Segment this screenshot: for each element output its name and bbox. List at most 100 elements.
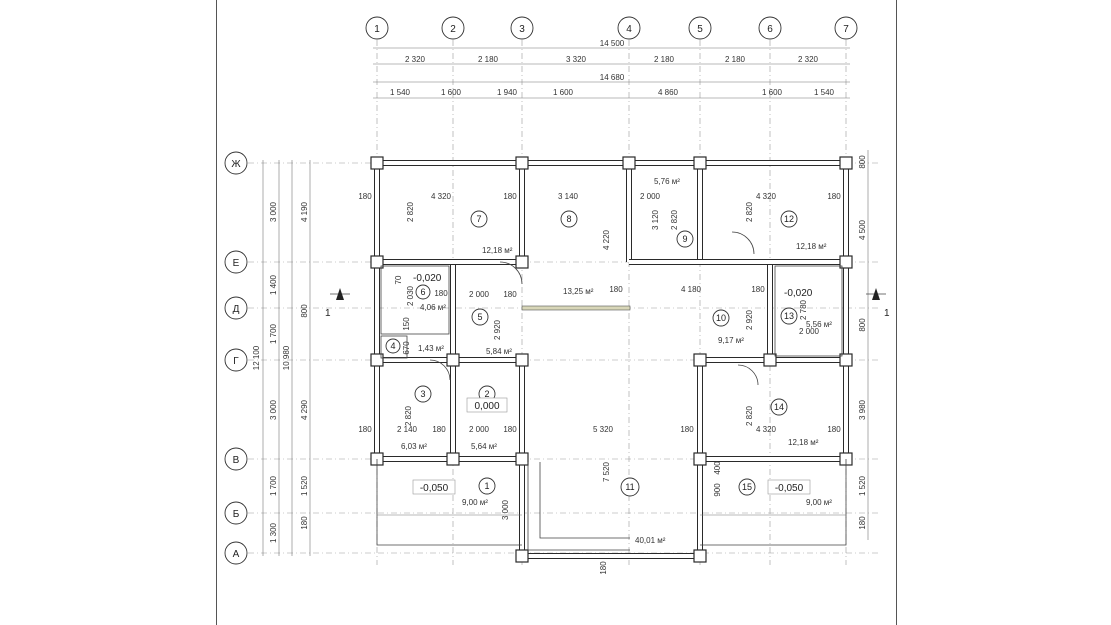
- dim-r8-w: 3 140: [558, 192, 579, 201]
- room-5-number: 5: [477, 312, 482, 322]
- room-15-number: 15: [742, 482, 752, 492]
- dim-r10-w: 4 180: [681, 285, 702, 294]
- dim-left-col1-5: 1 700: [269, 475, 278, 496]
- room-11-number: 11: [625, 482, 634, 492]
- dim-left-col1-3: 1 700: [269, 323, 278, 344]
- room-7-area: 12,18 м²: [482, 246, 513, 255]
- room-2-number: 2: [484, 389, 489, 399]
- room-7-number: 7: [476, 214, 481, 224]
- room-1-number: 1: [484, 481, 489, 491]
- dim-r5-w: 2 000: [469, 290, 490, 299]
- room-3-area: 6,03 м²: [401, 442, 427, 451]
- dim-row1-4: 2 180: [654, 55, 675, 64]
- dim-wall-left-top: 180: [358, 192, 372, 201]
- dim-left-col2-4: 1 520: [300, 475, 309, 496]
- dim-row2-6: 1 600: [762, 88, 783, 97]
- dim-r13-w: 2 000: [799, 327, 820, 336]
- room-5-area: 5,84 м²: [486, 347, 512, 356]
- axis-label-e: Е: [233, 258, 240, 269]
- dim-r3-w: 2 140: [397, 425, 418, 434]
- room-8-area: 13,25 м²: [563, 287, 594, 296]
- dim-r10-h: 2 920: [745, 309, 754, 330]
- axis-label-3: 3: [519, 24, 525, 35]
- dim-right-5: 1 520: [858, 475, 867, 496]
- dim-r14-h: 2 820: [745, 405, 754, 426]
- dim-overall-1: 14 500: [600, 39, 625, 48]
- dim-r3-h: 2 820: [404, 405, 413, 426]
- room-13-level: -0,020: [784, 288, 813, 299]
- room-6-number: 6: [420, 287, 425, 297]
- axis-bubbles-left: Ж Е Д Г В Б А: [224, 151, 248, 565]
- dim-wall-left-bottom: 180: [358, 425, 372, 434]
- axis-label-g: Г: [233, 356, 239, 367]
- axis-label-b: Б: [233, 509, 240, 520]
- dim-r9-h2: 3 120: [651, 209, 660, 230]
- dim-left-col2-5: 180: [300, 516, 309, 530]
- room-4-number: 4: [390, 341, 395, 351]
- dim-overall-2: 14 680: [600, 73, 625, 82]
- dim-wall-r8: 180: [609, 285, 623, 294]
- room-14-number: 14: [774, 402, 784, 412]
- dim-wall-r3: 180: [432, 425, 446, 434]
- room-9-area: 5,76 м²: [654, 177, 680, 186]
- room-13-number: 13: [784, 311, 794, 321]
- axis-label-4: 4: [626, 24, 632, 35]
- dim-r9-h: 2 820: [670, 209, 679, 230]
- dim-left-col1-2: 1 400: [269, 274, 278, 295]
- room-1-area: 9,00 м²: [462, 498, 488, 507]
- dim-right-6: 180: [858, 516, 867, 530]
- section-marks: 1 1: [325, 288, 890, 319]
- dim-wall-bottom: 180: [599, 561, 608, 575]
- dim-left-col1-4: 3 000: [269, 399, 278, 420]
- dim-right-1: 800: [858, 155, 867, 169]
- dim-small-670: 670: [402, 341, 411, 355]
- dim-left-col1-1: 3 000: [269, 201, 278, 222]
- dim-r15-h: 900: [713, 483, 722, 497]
- room-9-number: 9: [682, 234, 687, 244]
- dim-r13-h: 2 780: [799, 299, 808, 320]
- top-dimensions: 14 500 2 320 2 180 3 320 2 180 2 180 2 3…: [373, 39, 850, 99]
- dim-r11-w: 5 320: [593, 425, 614, 434]
- dim-row1-2: 2 180: [478, 55, 499, 64]
- dim-row1-1: 2 320: [405, 55, 426, 64]
- dim-r2-w: 2 000: [469, 425, 490, 434]
- dim-left-col2-2: 800: [300, 304, 309, 318]
- dim-r1-h: 3 000: [501, 499, 510, 520]
- dim-small-150: 150: [402, 317, 411, 331]
- dim-row2-7: 1 540: [814, 88, 835, 97]
- room-10-area: 9,17 м²: [718, 336, 744, 345]
- dim-left-overall-a: 12 100: [252, 345, 261, 370]
- room-4-area: 1,43 м²: [418, 344, 444, 353]
- room-10-number: 10: [716, 313, 726, 323]
- dim-row1-6: 2 320: [798, 55, 819, 64]
- dim-r7-h: 2 820: [406, 201, 415, 222]
- room-11-area: 40,01 м²: [635, 536, 666, 545]
- axis-label-5: 5: [697, 24, 703, 35]
- room-14-area: 12,18 м²: [788, 438, 819, 447]
- dim-row1-3: 3 320: [566, 55, 587, 64]
- dim-left-col1-6: 1 300: [269, 522, 278, 543]
- dim-r12-h: 2 820: [745, 201, 754, 222]
- room-6-level: -0,020: [413, 273, 442, 284]
- walls: [370, 156, 853, 563]
- dim-row2-1: 1 540: [390, 88, 411, 97]
- dim-wall-r10: 180: [751, 285, 765, 294]
- room-8-number: 8: [566, 214, 571, 224]
- dim-wall-r11: 180: [680, 425, 694, 434]
- dim-r11-h: 7 520: [602, 461, 611, 482]
- room-3-number: 3: [420, 389, 425, 399]
- dim-small-70: 70: [394, 275, 403, 284]
- dim-row2-3: 1 940: [497, 88, 518, 97]
- dim-r15-h2: 400: [713, 461, 722, 475]
- inner-dimensions: 4 320 2 820 3 140 4 220 2 000 2 820 3 12…: [358, 192, 841, 575]
- dim-right-2: 4 500: [858, 219, 867, 240]
- room-2-level: 0,000: [474, 401, 499, 412]
- room-6-area: 4,06 м²: [420, 303, 446, 312]
- dim-wall-r7: 180: [503, 192, 517, 201]
- dim-row2-5: 4 860: [658, 88, 679, 97]
- dim-r6-w: 180: [434, 289, 448, 298]
- room-1-level: -0,050: [420, 483, 449, 494]
- dim-right-4: 3 980: [858, 399, 867, 420]
- dim-wall-r2: 180: [503, 425, 517, 434]
- room-labels: 7 12,18 м² 8 13,25 м² 9 5,76 м² 1 2 12,18…: [385, 177, 832, 545]
